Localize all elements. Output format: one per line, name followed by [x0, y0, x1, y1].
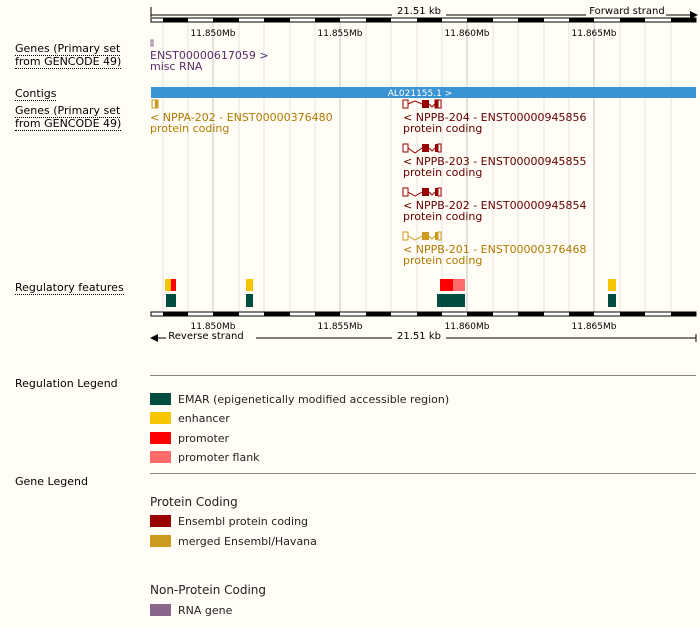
- forward-strand-label: Forward strand: [589, 6, 664, 17]
- enhancer-feature[interactable]: [165, 279, 171, 291]
- legend-label-rna-gene: RNA gene: [178, 604, 233, 617]
- legend-divider: [150, 473, 696, 474]
- gene-id-label: ENST00000617059 >: [150, 49, 269, 62]
- label-line: Contigs: [15, 87, 57, 101]
- legend-swatch-rna-gene: [150, 604, 171, 616]
- gene-biotype-label: protein coding: [403, 210, 482, 223]
- gene-id-label: < NPPB-204 - ENST00000945856: [403, 111, 587, 124]
- regulation-legend-title: Regulation Legend: [15, 377, 118, 390]
- regulatory-track-label[interactable]: Regulatory features: [15, 281, 124, 295]
- reverse-strand-label: Reverse strand: [168, 331, 243, 342]
- promoter-flank-feature[interactable]: [453, 279, 465, 291]
- top-scale: 21.51 kb Forward strand 11.850Mb 11.855M…: [150, 6, 698, 39]
- regulatory-features[interactable]: [165, 279, 616, 307]
- gene-nppa-202[interactable]: < NPPA-202 - ENST00000376480 protein cod…: [150, 99, 333, 135]
- tick-label: 11.865Mb: [572, 322, 617, 332]
- tick-label: 11.860Mb: [445, 322, 490, 332]
- legend-swatch-emar: [150, 393, 171, 405]
- promoter-feature[interactable]: [171, 279, 176, 291]
- legend-label-merged-havana: merged Ensembl/Havana: [178, 535, 317, 548]
- enhancer-feature[interactable]: [608, 279, 616, 291]
- legend-label-promoter: promoter: [178, 432, 230, 445]
- gene-id-label: < NPPB-202 - ENST00000945854: [403, 199, 587, 212]
- label-line: Genes (Primary set: [15, 42, 121, 56]
- legend-swatch-promoter: [150, 432, 171, 444]
- gene-forward-enst00000617059[interactable]: ENST00000617059 > misc RNA: [150, 39, 269, 73]
- gene-nppb-204[interactable]: < NPPB-204 - ENST00000945856 protein cod…: [402, 99, 587, 135]
- gene-id-label: < NPPB-201 - ENST00000376468: [403, 243, 587, 256]
- genome-browser-panel[interactable]: 21.51 kb Forward strand 11.850Mb 11.855M…: [0, 0, 700, 360]
- gene-id-label: < NPPA-202 - ENST00000376480: [150, 111, 333, 124]
- non-protein-coding-title: Non-Protein Coding: [150, 583, 267, 597]
- tick-label: 11.850Mb: [191, 29, 236, 39]
- legend-label-promoter-flank: promoter flank: [178, 451, 260, 464]
- contigs-track-label[interactable]: Contigs: [15, 87, 57, 101]
- genes-forward-track-label[interactable]: Genes (Primary set from GENCODE 49): [15, 42, 122, 69]
- contig-label: AL021155.1 >: [388, 89, 453, 99]
- bottom-scale: 11.850Mb 11.855Mb 11.860Mb 11.865Mb Reve…: [150, 311, 697, 342]
- tick-label: 11.855Mb: [318, 322, 363, 332]
- legend-swatch-ensembl-protein-coding: [150, 515, 171, 527]
- tick-label: 11.860Mb: [445, 29, 490, 39]
- legend-swatch-enhancer: [150, 412, 171, 424]
- gene-biotype-label: protein coding: [403, 122, 482, 135]
- bottom-length-label: 21.51 kb: [397, 331, 441, 342]
- label-line: from GENCODE 49): [15, 117, 122, 131]
- legend-swatch-promoter-flank: [150, 451, 171, 463]
- gene-legend-title: Gene Legend: [15, 475, 88, 488]
- emar-feature[interactable]: [608, 294, 616, 307]
- legend-swatch-merged-havana: [150, 535, 171, 547]
- gene-nppb-203[interactable]: < NPPB-203 - ENST00000945855 protein cod…: [402, 143, 587, 179]
- emar-feature[interactable]: [437, 294, 465, 307]
- promoter-feature[interactable]: [440, 279, 453, 291]
- gene-biotype-label: protein coding: [403, 166, 482, 179]
- emar-feature[interactable]: [166, 294, 176, 307]
- tick-label: 11.855Mb: [318, 29, 363, 39]
- legend-label-emar: EMAR (epigenetically modified accessible…: [178, 393, 450, 406]
- grid-lines: [162, 22, 672, 312]
- legend-divider: [150, 375, 696, 376]
- gene-nppb-201[interactable]: < NPPB-201 - ENST00000376468 protein cod…: [402, 231, 587, 267]
- protein-coding-title: Protein Coding: [150, 495, 238, 509]
- gene-nppb-202[interactable]: < NPPB-202 - ENST00000945854 protein cod…: [402, 187, 587, 223]
- legend-label-ensembl-protein-coding: Ensembl protein coding: [178, 515, 309, 528]
- contig-al021155[interactable]: AL021155.1 >: [151, 87, 696, 99]
- major-grid-lines: [212, 22, 595, 312]
- label-line: from GENCODE 49): [15, 55, 122, 69]
- legend-label-enhancer: enhancer: [178, 412, 230, 425]
- label-line: Genes (Primary set: [15, 104, 121, 118]
- top-length-label: 21.51 kb: [397, 6, 441, 17]
- gene-biotype-label: protein coding: [150, 122, 229, 135]
- gene-id-label: < NPPB-203 - ENST00000945855: [403, 155, 587, 168]
- gene-biotype-label: misc RNA: [150, 60, 203, 73]
- gene-biotype-label: protein coding: [403, 254, 482, 267]
- emar-feature[interactable]: [246, 294, 253, 307]
- tick-label: 11.850Mb: [191, 322, 236, 332]
- genes-reverse-track-label[interactable]: Genes (Primary set from GENCODE 49): [15, 104, 122, 131]
- label-line: Regulatory features: [15, 281, 124, 295]
- tick-label: 11.865Mb: [572, 29, 617, 39]
- enhancer-feature[interactable]: [246, 279, 253, 291]
